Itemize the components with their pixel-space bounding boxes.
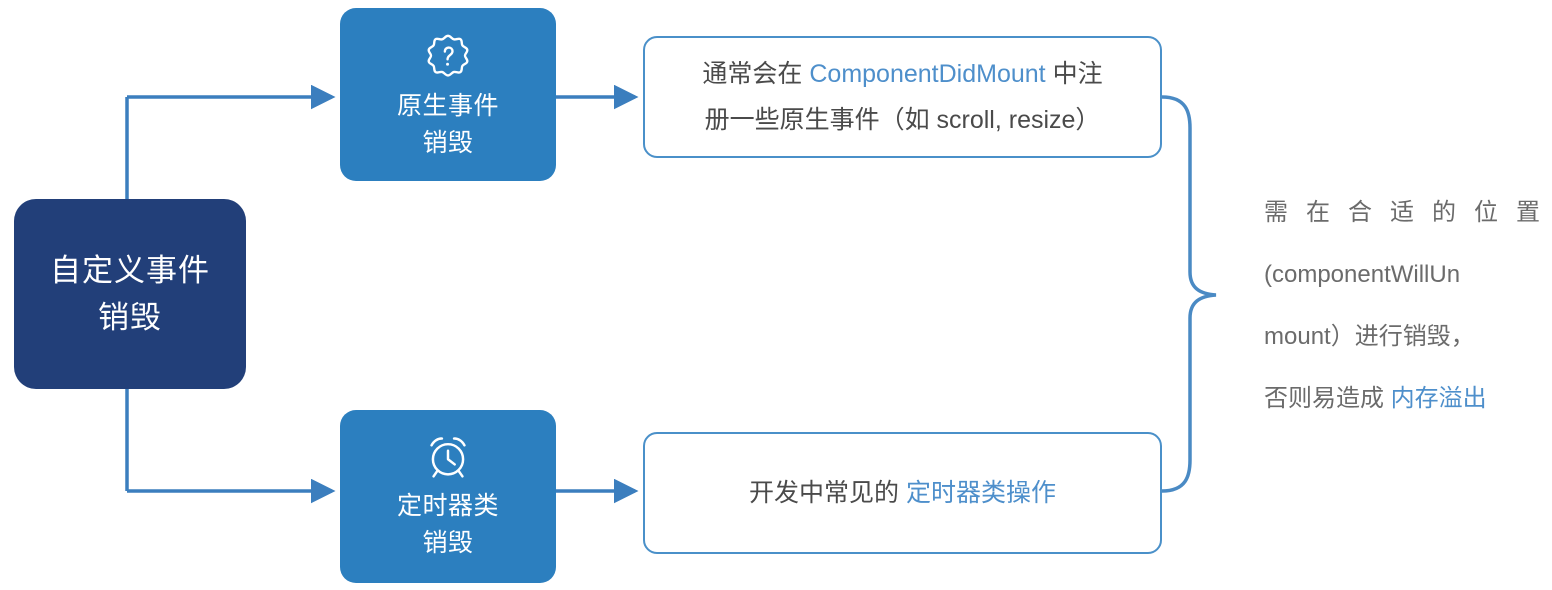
node-native-event-destroy-line1: 原生事件 — [396, 92, 499, 120]
summary-line4-prefix: 否则易造成 — [1264, 385, 1391, 412]
node-custom-event-destroy[interactable]: 自定义事件 销毁 — [14, 199, 246, 389]
summary-line1: 需 在 合 适 的 位 置 — [1264, 182, 1540, 244]
brace-right — [1160, 95, 1217, 493]
summary-line2: (componentWillUn — [1264, 261, 1461, 288]
card-native-event-line1-suffix: 中注 — [1045, 60, 1103, 88]
summary-text: 需 在 合 适 的 位 置 (componentWillUn mount）进行销… — [1264, 182, 1540, 430]
summary-line4-highlight: 内存溢出 — [1390, 385, 1487, 412]
summary-line4: 否则易造成 内存溢出 — [1264, 368, 1540, 430]
card-native-event-line1-highlight: ComponentDidMount — [809, 60, 1046, 88]
summary-line1-char-3: 适 — [1390, 199, 1414, 226]
node-native-event-destroy-labels: 原生事件 销毁 — [397, 88, 499, 162]
card-timer-detail-text: 开发中常见的 定时器类操作 — [733, 478, 1072, 508]
card-native-event-detail-text: 通常会在 ComponentDidMount 中注 册一些原生事件（如 scro… — [686, 51, 1118, 143]
summary-line3: mount）进行销毁， — [1264, 323, 1475, 350]
node-timer-destroy[interactable]: 定时器类 销毁 — [340, 410, 556, 583]
summary-line1-char-0: 需 — [1264, 199, 1288, 226]
gear-badge-icon — [427, 34, 469, 77]
node-timer-destroy-labels: 定时器类 销毁 — [397, 488, 499, 562]
node-custom-event-destroy-line1: 自定义事件 — [50, 253, 210, 288]
summary-line1-char-4: 的 — [1432, 199, 1456, 226]
summary-line1-char-5: 位 — [1474, 199, 1498, 226]
card-native-event-line1-prefix: 通常会在 — [702, 60, 810, 88]
summary-line1-char-6: 置 — [1516, 199, 1540, 226]
card-native-event-line2: 册一些原生事件（如 scroll, resize） — [704, 106, 1101, 134]
card-timer-detail[interactable]: 开发中常见的 定时器类操作 — [643, 432, 1162, 554]
card-timer-line1-prefix: 开发中常见的 — [749, 479, 906, 507]
card-native-event-detail[interactable]: 通常会在 ComponentDidMount 中注 册一些原生事件（如 scro… — [643, 36, 1162, 158]
node-timer-destroy-line1: 定时器类 — [396, 492, 499, 520]
node-native-event-destroy-line2: 销毁 — [422, 129, 474, 157]
summary-line1-char-1: 在 — [1306, 199, 1330, 226]
node-native-event-destroy[interactable]: 原生事件 销毁 — [340, 8, 556, 181]
alarm-clock-icon — [430, 437, 466, 478]
card-timer-line1-highlight: 定时器类操作 — [905, 479, 1056, 507]
node-custom-event-destroy-line2: 销毁 — [98, 300, 162, 335]
node-timer-destroy-line2: 销毁 — [422, 529, 474, 557]
summary-line1-char-2: 合 — [1348, 199, 1372, 226]
